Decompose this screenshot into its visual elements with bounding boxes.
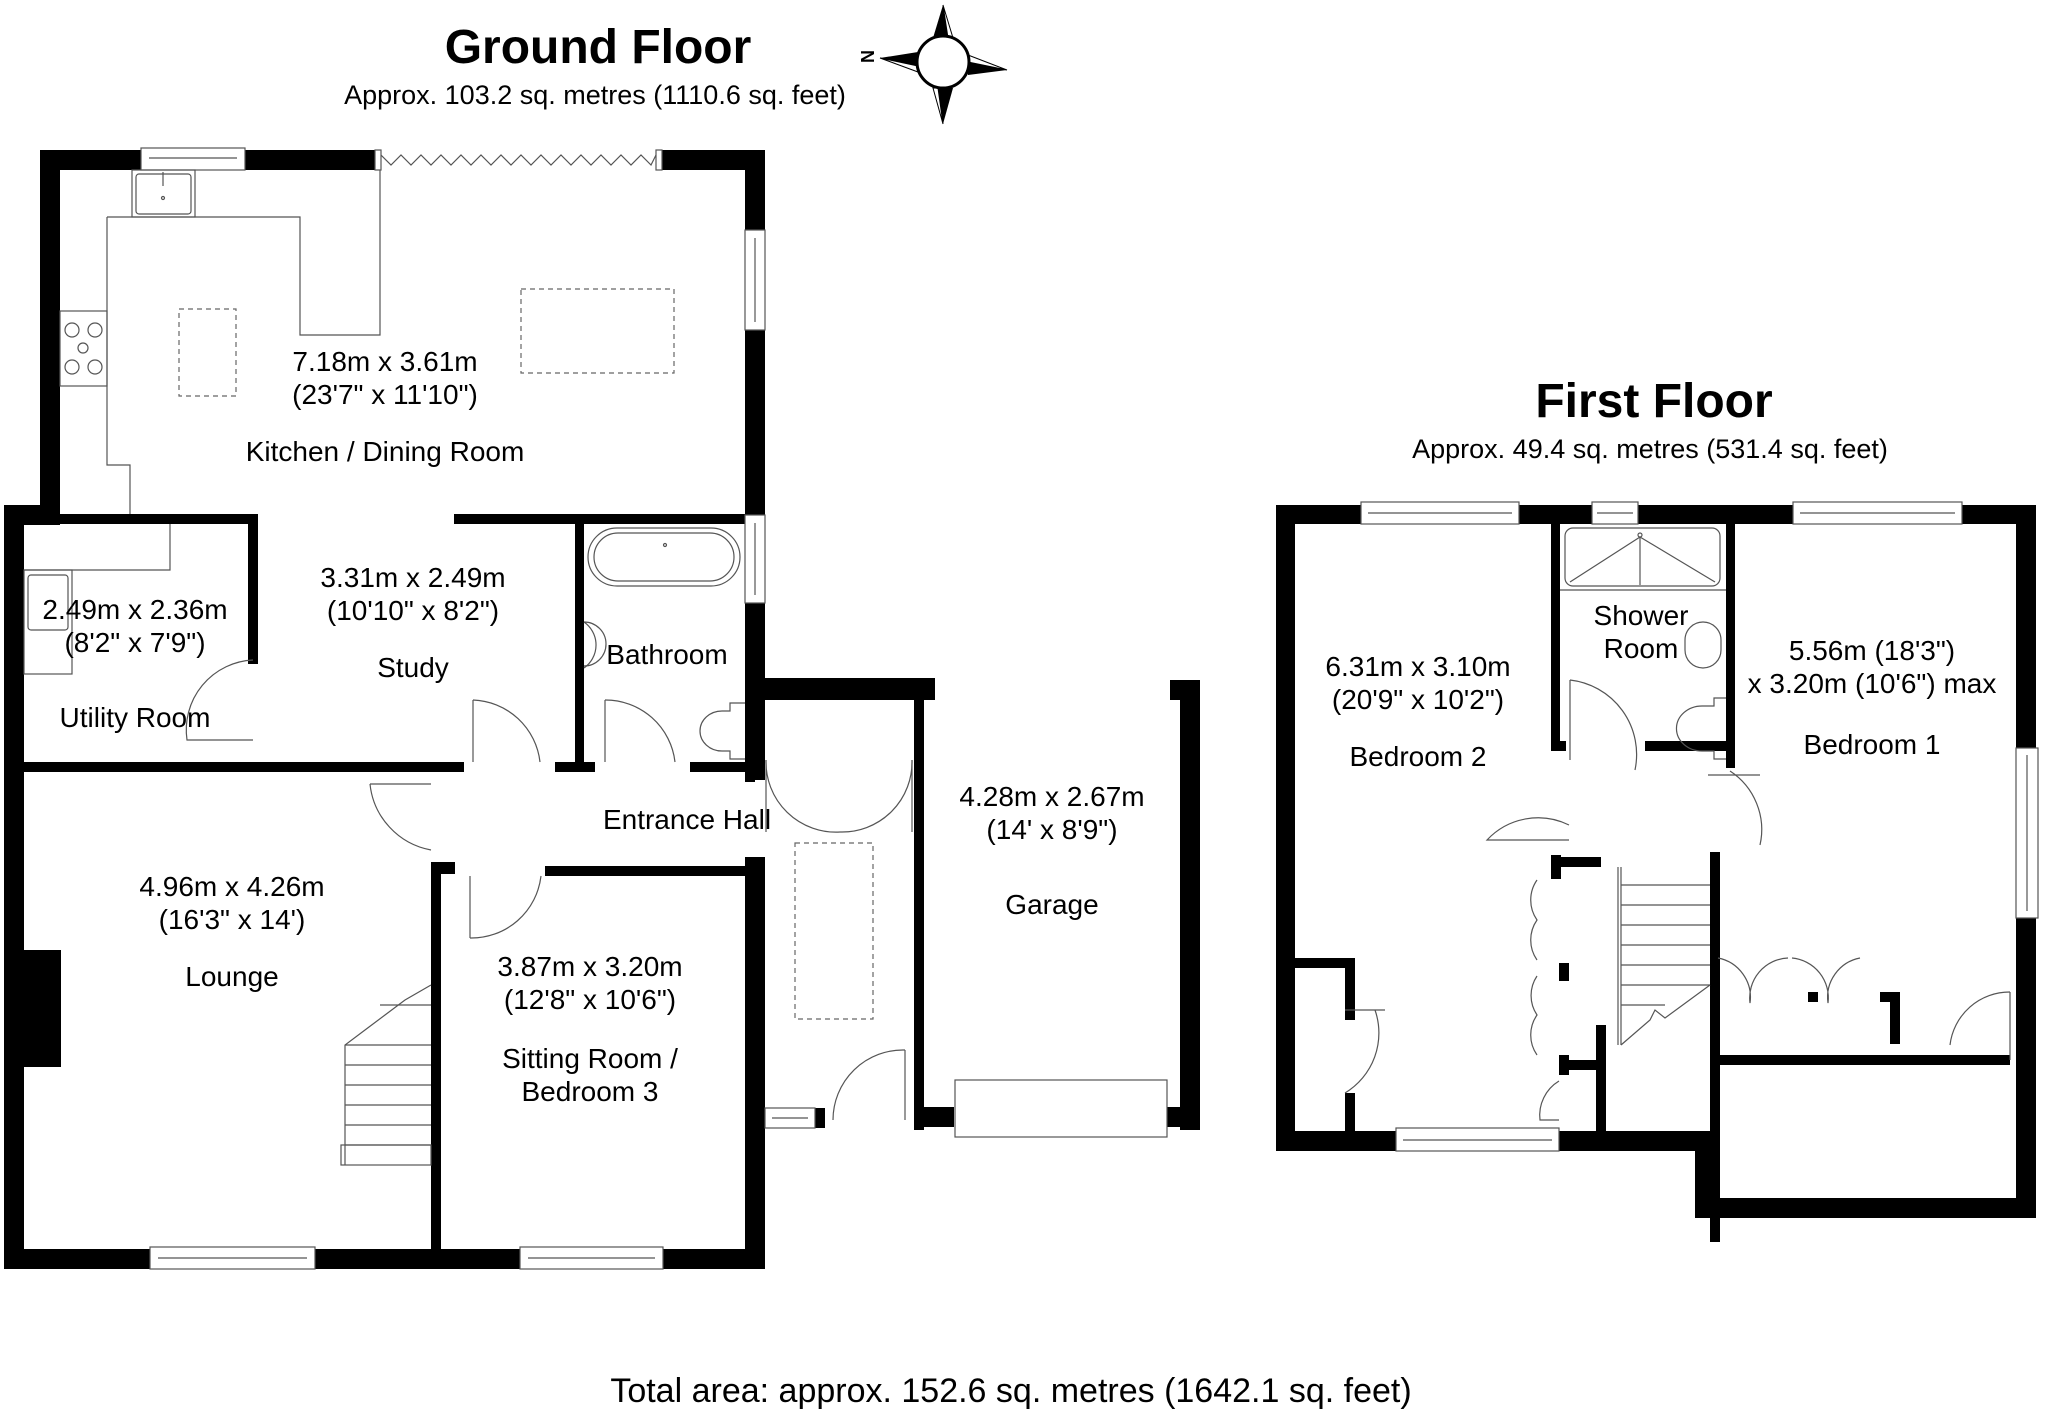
sitting-dims-metric: 3.87m x 3.20m: [497, 951, 683, 982]
lounge-dims-metric: 4.96m x 4.26m: [139, 871, 325, 902]
ground-floor-windows: [140, 147, 1168, 1270]
garage-name: Garage: [1005, 889, 1099, 920]
cupboard-item-outline: [794, 842, 874, 1020]
kitchen-fixtures: [59, 169, 675, 514]
study-name: Study: [377, 652, 449, 683]
room-label-study: 3.31m x 2.49m (10'10" x 8'2") Study: [320, 561, 505, 684]
utility-fixtures: [23, 524, 171, 675]
bedroom1-name: Bedroom 1: [1803, 729, 1941, 760]
first-floor-stairs: [1617, 867, 1711, 1046]
total-area: Total area: approx. 152.6 sq. metres (16…: [610, 1372, 1412, 1410]
ground-floor-area: Approx. 103.2 sq. metres (1110.6 sq. fee…: [344, 80, 846, 110]
kitchen-name: Kitchen / Dining Room: [245, 436, 525, 467]
bedroom2-name: Bedroom 2: [1349, 741, 1487, 772]
bedroom2-dims-metric: 6.31m x 3.10m: [1325, 651, 1511, 682]
utility-dims-metric: 2.49m x 2.36m: [42, 594, 228, 625]
first-floor-walls: [1276, 505, 2036, 1242]
garage-dims-metric: 4.28m x 2.67m: [959, 781, 1145, 812]
shower-room-fixtures: [1560, 527, 1726, 760]
room-label-bedroom-1: 5.56m (18'3") x 3.20m (10'6") max Bedroo…: [1748, 634, 1997, 761]
room-label-sitting-room: 3.87m x 3.20m (12'8" x 10'6") Sitting Ro…: [497, 950, 682, 1108]
shower-name-line2: Room: [1603, 633, 1679, 664]
first-floor-doors: [1344, 679, 2011, 1121]
sitting-name-line1: Sitting Room /: [502, 1043, 678, 1074]
garage-dims-imperial: (14' x 8'9"): [986, 814, 1118, 845]
lounge-dims-imperial: (16'3" x 14'): [158, 904, 306, 935]
first-floor-windows: [1360, 501, 2039, 1152]
room-label-garage: 4.28m x 2.67m (14' x 8'9") Garage: [959, 780, 1144, 921]
room-label-utility: 2.49m x 2.36m (8'2" x 7'9") Utility Room: [42, 593, 227, 734]
bedroom2-dims-imperial: (20'9" x 10'2"): [1331, 684, 1505, 715]
study-dims-imperial: (10'10" x 8'2"): [326, 595, 500, 626]
utility-name: Utility Room: [59, 702, 211, 733]
room-label-entrance-hall: Entrance Hall: [602, 804, 772, 835]
bedroom1-dims-line1: 5.56m (18'3"): [1788, 635, 1956, 666]
study-dims-metric: 3.31m x 2.49m: [320, 562, 506, 593]
room-label-bathroom: Bathroom: [606, 639, 728, 670]
compass-north-label: N: [857, 50, 877, 63]
ground-floor-walls: [4, 150, 1200, 1269]
room-label-bedroom-2: 6.31m x 3.10m (20'9" x 10'2") Bedroom 2: [1325, 650, 1510, 773]
sitting-name-line2: Bedroom 3: [521, 1076, 659, 1107]
sitting-dims-imperial: (12'8" x 10'6"): [503, 984, 677, 1015]
ground-floor-plan: [4, 147, 1200, 1270]
compass-rose-icon: [879, 4, 1008, 125]
room-label-shower-room: Shower Room: [1594, 599, 1689, 665]
first-floor-title: First Floor: [1535, 375, 1773, 428]
room-label-kitchen: 7.18m x 3.61m (23'7" x 11'10") Kitchen /…: [246, 345, 525, 468]
ground-floor-title: Ground Floor: [444, 21, 752, 74]
bathroom-fixtures: [583, 527, 745, 760]
first-floor-plan: [1276, 501, 2039, 1242]
kitchen-dims-imperial: (23'7" x 11'10"): [292, 379, 478, 410]
ground-floor-stairs: [340, 984, 432, 1166]
bedroom1-dims-line2: x 3.20m (10'6") max: [1747, 668, 1997, 699]
bifold-doors: [374, 149, 663, 171]
kitchen-dims-metric: 7.18m x 3.61m: [292, 346, 478, 377]
utility-dims-imperial: (8'2" x 7'9"): [64, 627, 206, 658]
lounge-name: Lounge: [185, 961, 279, 992]
first-floor-area: Approx. 49.4 sq. metres (531.4 sq. feet): [1412, 434, 1888, 464]
ground-floor-doors: [185, 659, 913, 1121]
room-label-lounge: 4.96m x 4.26m (16'3" x 14') Lounge: [139, 870, 324, 993]
shower-name-line1: Shower: [1593, 600, 1689, 631]
